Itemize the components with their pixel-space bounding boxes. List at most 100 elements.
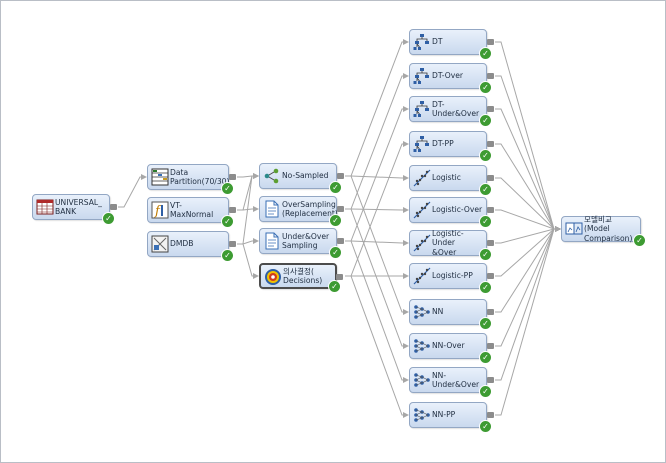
output-port[interactable] [229, 241, 236, 247]
output-port[interactable] [487, 377, 494, 383]
svg-text:f: f [154, 204, 162, 219]
node-label: VT-MaxNormal [170, 200, 214, 220]
status-check-icon: ✓ [329, 246, 342, 259]
output-port[interactable] [487, 175, 494, 181]
node-model-comparison[interactable]: 모델비교(Model Comparison)✓ [561, 215, 646, 247]
status-check-icon: ✓ [479, 385, 492, 398]
status-check-icon: ✓ [479, 149, 492, 162]
node-logistic-over[interactable]: Logistic-Over✓ [409, 197, 494, 228]
node-label: UNIVERSAL_ BANK [55, 197, 102, 217]
node-nn-over[interactable]: NN-Over ✓ [409, 333, 494, 364]
wire-vt-maxnormal-to-no-sampled[interactable] [237, 173, 259, 211]
node-label: Logistic-PP [432, 271, 473, 281]
output-port[interactable] [487, 39, 494, 45]
wire-vt-maxnormal-to-oversampling[interactable] [237, 206, 259, 212]
status-check-icon: ✓ [479, 81, 492, 94]
output-port[interactable] [110, 204, 117, 210]
model-comparison-icon [565, 220, 583, 238]
wire-dmdb-to-decisions[interactable] [237, 243, 259, 279]
status-check-icon: ✓ [479, 248, 492, 261]
wire-oversampling-to-nn-over[interactable] [345, 208, 409, 349]
status-check-icon: ✓ [479, 183, 492, 196]
node-no-sampled[interactable]: No-Sampled✓ [259, 163, 344, 194]
status-check-icon: ✓ [479, 47, 492, 60]
node-label: Logistic-Under &Over [432, 228, 464, 257]
wire-under-over-sampling-to-nn-under-over[interactable] [345, 240, 409, 383]
wire-no-sampled-to-dt[interactable] [345, 39, 409, 177]
wire-decisions-to-nn-pp[interactable] [345, 275, 409, 418]
node-nn-pp[interactable]: NN-PP ✓ [409, 402, 494, 433]
node-dt-pp[interactable]: DT-PP ✓ [409, 131, 494, 162]
wire-nn-under-over-to-model-comparison[interactable] [495, 226, 561, 381]
wire-dt-to-model-comparison[interactable] [495, 41, 561, 232]
neural-network-icon [413, 303, 431, 321]
node-dt-over[interactable]: DT-Over ✓ [409, 63, 494, 94]
node-nn[interactable]: NN✓ [409, 299, 494, 330]
decision-tree-icon [413, 100, 431, 118]
decisions-target-icon [264, 268, 282, 286]
node-data-partition[interactable]: Data Partition(70/30)✓ [147, 164, 236, 195]
table-grid-icon [36, 198, 54, 216]
output-port[interactable] [229, 174, 236, 180]
output-port[interactable] [487, 309, 494, 315]
output-port[interactable] [337, 238, 344, 244]
node-label: DT [432, 37, 443, 47]
wire-universal-bank-to-data-partition[interactable] [118, 174, 147, 208]
node-label: DT-PP [432, 139, 454, 149]
node-dt-under-over[interactable]: DT-Under&Over✓ [409, 96, 494, 127]
wire-nn-over-to-model-comparison[interactable] [495, 226, 561, 347]
output-port[interactable] [336, 274, 343, 280]
node-oversampling[interactable]: OverSampling (Replacement)✓ [259, 196, 344, 227]
node-logistic-pp[interactable]: Logistic-PP ✓ [409, 263, 494, 294]
node-label: DT-Over [432, 71, 464, 81]
status-check-icon: ✓ [221, 249, 234, 262]
wire-no-sampled-to-nn[interactable] [345, 175, 409, 315]
status-check-icon: ✓ [221, 215, 234, 228]
output-port[interactable] [487, 207, 494, 213]
wire-nn-pp-to-model-comparison[interactable] [495, 226, 561, 416]
node-label: DMDB [170, 239, 194, 249]
node-label: NN [432, 307, 444, 317]
status-check-icon: ✓ [329, 181, 342, 194]
output-port[interactable] [487, 412, 494, 418]
node-label: 의사결정( Decisions) [283, 266, 323, 286]
wire-oversampling-to-dt-over[interactable] [345, 73, 409, 210]
output-port[interactable] [337, 173, 344, 179]
node-label: Logistic [432, 173, 461, 183]
node-dmdb[interactable]: DMDB ✓ [147, 231, 236, 262]
decision-tree-icon [413, 135, 431, 153]
node-logistic-under-over[interactable]: Logistic-Under &Over ✓ [409, 228, 494, 261]
status-check-icon: ✓ [479, 281, 492, 294]
neural-network-icon [413, 337, 431, 355]
node-label: NN-PP [432, 410, 456, 420]
output-port[interactable] [337, 206, 344, 212]
node-label: No-Sampled [282, 171, 329, 181]
regression-icon [413, 267, 431, 285]
wire-under-over-sampling-to-dt-under-over[interactable] [345, 106, 409, 242]
decision-tree-icon [413, 33, 431, 51]
output-port[interactable] [487, 73, 494, 79]
output-port[interactable] [487, 273, 494, 279]
node-logistic[interactable]: Logistic ✓ [409, 165, 494, 196]
output-port[interactable] [487, 343, 494, 349]
node-under-over-sampling[interactable]: Under&Over Sampling✓ [259, 228, 344, 259]
status-check-icon: ✓ [328, 280, 341, 293]
node-nn-under-over[interactable]: NN-Under&Over✓ [409, 367, 494, 398]
node-universal-bank[interactable]: UNIVERSAL_ BANK✓ [32, 194, 117, 225]
status-check-icon: ✓ [479, 420, 492, 433]
node-label: NN-Under&Over [432, 370, 480, 390]
output-port[interactable] [487, 141, 494, 147]
dmdb-icon [151, 235, 169, 253]
node-dt[interactable]: DT ✓ [409, 29, 494, 60]
decision-tree-icon [413, 67, 431, 85]
output-port[interactable] [487, 240, 494, 246]
output-port[interactable] [229, 207, 236, 213]
status-check-icon: ✓ [633, 234, 646, 247]
node-vt-maxnormal[interactable]: f VT-MaxNormal ✓ [147, 197, 236, 228]
node-decisions[interactable]: 의사결정( Decisions) ✓ [259, 263, 343, 293]
wire-dt-over-to-model-comparison[interactable] [495, 75, 561, 232]
output-port[interactable] [487, 106, 494, 112]
node-label: NN-Over [432, 341, 465, 351]
status-check-icon: ✓ [479, 351, 492, 364]
